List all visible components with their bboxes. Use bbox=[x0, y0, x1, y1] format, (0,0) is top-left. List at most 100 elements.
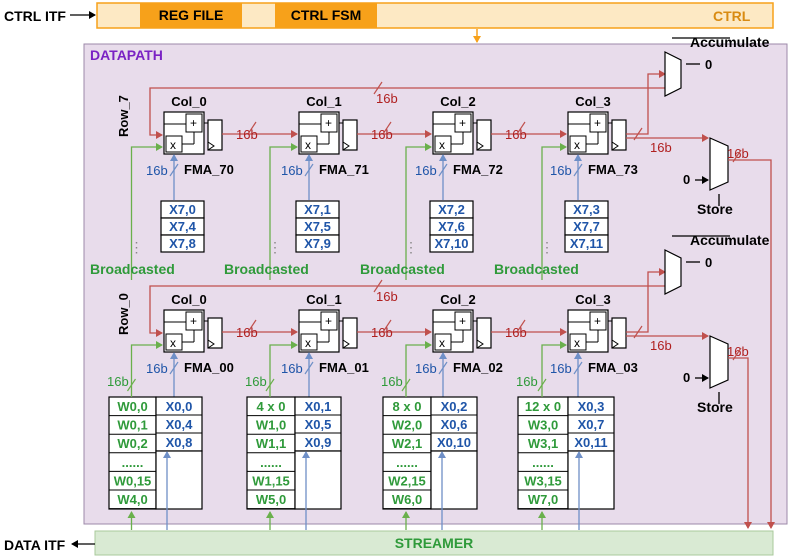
data-itf-label: DATA ITF bbox=[4, 537, 66, 553]
adder-symbol: + bbox=[459, 314, 466, 328]
broadcast-wire-row7-3 bbox=[541, 143, 567, 280]
adder-symbol: + bbox=[190, 116, 197, 130]
accumulate-zero-1: 0 bbox=[705, 255, 712, 270]
x-register-value-0-1-1: X7,5 bbox=[304, 219, 331, 234]
ctrl-bar: REG FILE CTRL FSM CTRL bbox=[96, 2, 774, 29]
x-register-value-bottom-2-1: X0,6 bbox=[441, 417, 468, 432]
reg-file-label: REG FILE bbox=[159, 7, 224, 23]
feedback-bits-label-1: 16b bbox=[376, 289, 398, 304]
clock-symbol bbox=[476, 339, 484, 349]
w-up-slash-2 bbox=[401, 378, 411, 392]
w-register-value-1-1: W1,0 bbox=[256, 418, 286, 433]
col-label-1-3: Col_3 bbox=[575, 292, 610, 307]
x-register-cell bbox=[160, 234, 205, 253]
x-bits-label-1-0: 16b bbox=[146, 361, 168, 376]
chain-slash-1-2 bbox=[516, 319, 526, 333]
fma-label-0-3: FMA_73 bbox=[588, 162, 638, 177]
x-register-cell bbox=[295, 234, 340, 253]
x-register-empty-2 bbox=[430, 450, 478, 510]
col-label-1-1: Col_1 bbox=[306, 292, 341, 307]
out-bits-label-0: 16b bbox=[650, 140, 672, 155]
x-register-value-0-0-0: X7,0 bbox=[169, 202, 196, 217]
fma-label-0-1: FMA_71 bbox=[319, 162, 369, 177]
broadcast-dots-0: ⋮ bbox=[130, 239, 144, 255]
fma-cell-1-3: +x bbox=[567, 309, 627, 353]
multiplier-symbol: x bbox=[305, 336, 311, 350]
broadcast-wire-row7-0 bbox=[130, 143, 163, 280]
adder-symbol: + bbox=[594, 116, 601, 130]
fma-label-1-0: FMA_00 bbox=[184, 360, 234, 375]
w-register-value-0-5: W4,0 bbox=[117, 492, 147, 507]
x-register-value-0-2-2: X7,10 bbox=[435, 236, 469, 251]
x-register-value-0-0-2: X7,8 bbox=[169, 236, 196, 251]
store-out-wire-row-0 bbox=[728, 357, 752, 529]
chain-slash-0-0 bbox=[247, 121, 257, 135]
feedback-wire-row-1 bbox=[149, 285, 665, 337]
store-label-1: Store bbox=[697, 399, 733, 415]
store-zero-0: 0 bbox=[683, 172, 690, 187]
col-label-0-1: Col_1 bbox=[306, 94, 341, 109]
col-label-0-0: Col_0 bbox=[171, 94, 206, 109]
broadcasted-label-3: Broadcasted bbox=[494, 261, 579, 277]
w-register-value-1-4: W1,15 bbox=[252, 473, 290, 488]
fma-label-1-2: FMA_02 bbox=[453, 360, 503, 375]
x-input-slash-1-2 bbox=[438, 361, 448, 375]
x-register-value-bottom-3-2: X0,11 bbox=[574, 435, 607, 450]
chain-slash-0-2 bbox=[516, 121, 526, 135]
w-bits-label-2: 16b bbox=[381, 374, 403, 389]
multiplier-symbol: x bbox=[574, 336, 580, 350]
multiplier-symbol: x bbox=[170, 138, 176, 152]
x-register-value-bottom-2-2: X0,10 bbox=[437, 435, 471, 450]
chain-slash-1-0 bbox=[247, 319, 257, 333]
x-register-value-0-3-2: X7,11 bbox=[570, 236, 603, 251]
w-register-value-1-0: 4 x 0 bbox=[257, 399, 286, 414]
store-mux-1 bbox=[709, 335, 729, 389]
fma-cell-1-0: +x bbox=[163, 309, 223, 353]
broadcast-dots-2: ⋮ bbox=[404, 239, 418, 255]
x-bits-label-0-3: 16b bbox=[550, 163, 572, 178]
ctrl-label: CTRL bbox=[713, 8, 751, 24]
fma-cell-0-0: +x bbox=[163, 111, 223, 155]
col-label-1-2: Col_2 bbox=[440, 292, 475, 307]
w-register-value-3-0: 12 x 0 bbox=[525, 399, 561, 414]
chain-bits-label-0-1: 16b bbox=[371, 127, 393, 142]
ctrl-fsm-label: CTRL FSM bbox=[291, 7, 362, 23]
broadcast-wire-row0-1 bbox=[269, 341, 298, 383]
streamer-label: STREAMER bbox=[395, 535, 474, 551]
row-label-1: Row_0 bbox=[116, 293, 131, 335]
store-label-0: Store bbox=[697, 201, 733, 217]
clock-symbol bbox=[342, 339, 350, 349]
w-register-value-2-4: W2,15 bbox=[388, 473, 426, 488]
broadcast-wire-row0-3 bbox=[541, 341, 567, 383]
x-register-value-bottom-0-1: X0,4 bbox=[166, 417, 194, 432]
w-register-value-1-3: ...... bbox=[260, 455, 282, 470]
x-input-slash-0-0 bbox=[169, 163, 179, 177]
x-register-value-bottom-1-1: X0,5 bbox=[305, 417, 332, 432]
x-register-value-bottom-2-0: X0,2 bbox=[441, 399, 468, 414]
adder-symbol: + bbox=[325, 314, 332, 328]
x-input-slash-1-0 bbox=[169, 361, 179, 375]
fma-cell-0-2: +x bbox=[432, 111, 492, 155]
broadcasted-label-2: Broadcasted bbox=[360, 261, 445, 277]
clock-symbol bbox=[611, 339, 619, 349]
x-register-value-0-0-1: X7,4 bbox=[169, 219, 197, 234]
broadcast-wire-row7-2 bbox=[405, 143, 432, 280]
clock-symbol bbox=[476, 141, 484, 151]
x-bits-label-1-2: 16b bbox=[415, 361, 437, 376]
x-input-slash-0-3 bbox=[573, 163, 583, 177]
chain-slash-1-1 bbox=[382, 319, 392, 333]
fma-cell-0-3: +x bbox=[567, 111, 627, 155]
pipeline-register bbox=[476, 317, 492, 349]
x-register-cell bbox=[564, 234, 609, 253]
reg-file-block bbox=[140, 3, 242, 28]
w-register-value-2-0: 8 x 0 bbox=[393, 399, 422, 414]
pipeline-register bbox=[207, 119, 223, 151]
accum-return-wire-0 bbox=[626, 70, 666, 135]
accumulate-label-0: Accumulate bbox=[690, 34, 770, 50]
pipeline-register bbox=[611, 119, 627, 151]
ctrl-itf-label: CTRL ITF bbox=[4, 8, 66, 24]
x-input-slash-1-1 bbox=[304, 361, 314, 375]
broadcasted-label-0: Broadcasted bbox=[90, 261, 175, 277]
multiplier-symbol: x bbox=[305, 138, 311, 152]
broadcast-wire-row7-1 bbox=[269, 143, 298, 280]
